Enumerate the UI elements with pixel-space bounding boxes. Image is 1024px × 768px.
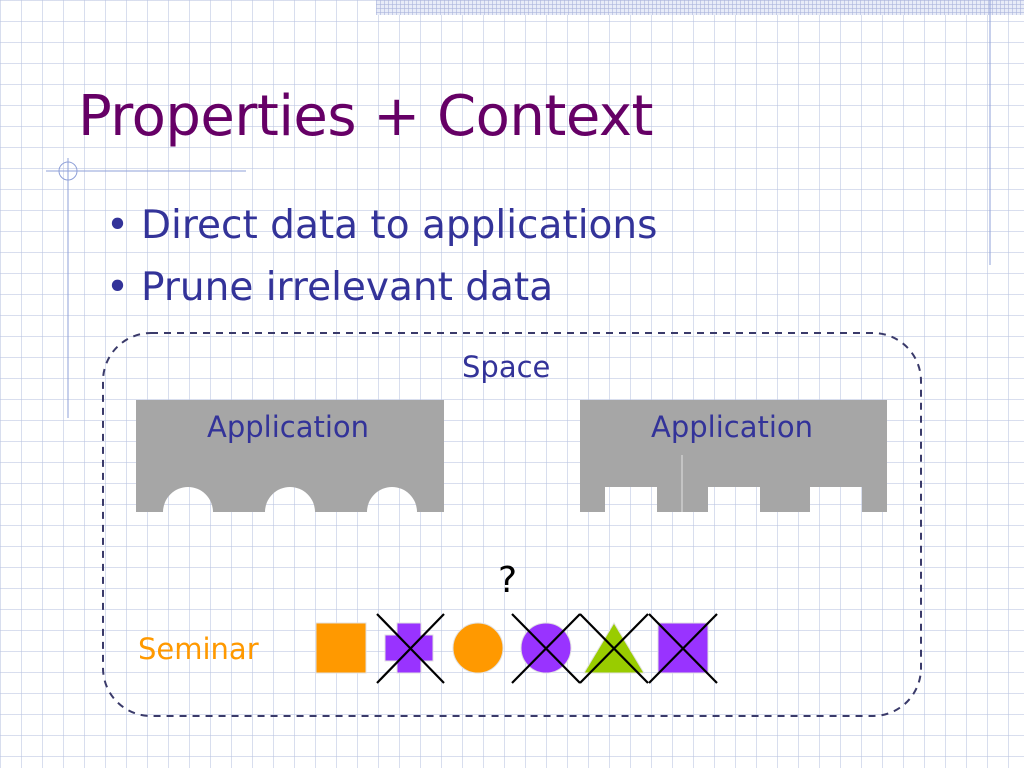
bullet-text: Direct data to applications xyxy=(141,203,658,248)
cross-mark-4b xyxy=(648,613,718,684)
application-2-label: Application xyxy=(651,410,814,444)
bullet-dot: • xyxy=(106,203,130,248)
bullet-list: •Direct data to applications •Prune irre… xyxy=(106,200,657,324)
cross-mark-2b xyxy=(511,613,581,684)
bullet-item: •Direct data to applications xyxy=(106,200,657,262)
bullet-text: Prune irrelevant data xyxy=(141,265,554,310)
application-2-block xyxy=(580,400,887,512)
slide-title: Properties + Context xyxy=(78,84,653,149)
seminar-orange-circle xyxy=(452,622,504,674)
application-1-label: Application xyxy=(207,410,370,444)
application-1-block xyxy=(136,400,444,512)
header-pattern-band xyxy=(376,0,1024,15)
guide-ring-icon xyxy=(58,161,78,181)
space-label: Space xyxy=(462,350,551,384)
space-boundary xyxy=(102,332,922,717)
question-mark: ? xyxy=(498,560,518,601)
seminar-label: Seminar xyxy=(138,632,259,666)
seminar-orange-square xyxy=(315,622,367,674)
cross-mark-3b xyxy=(579,613,649,684)
cross-mark-1b xyxy=(376,613,445,684)
bullet-item: •Prune irrelevant data xyxy=(106,262,657,324)
bullet-dot: • xyxy=(106,265,130,310)
